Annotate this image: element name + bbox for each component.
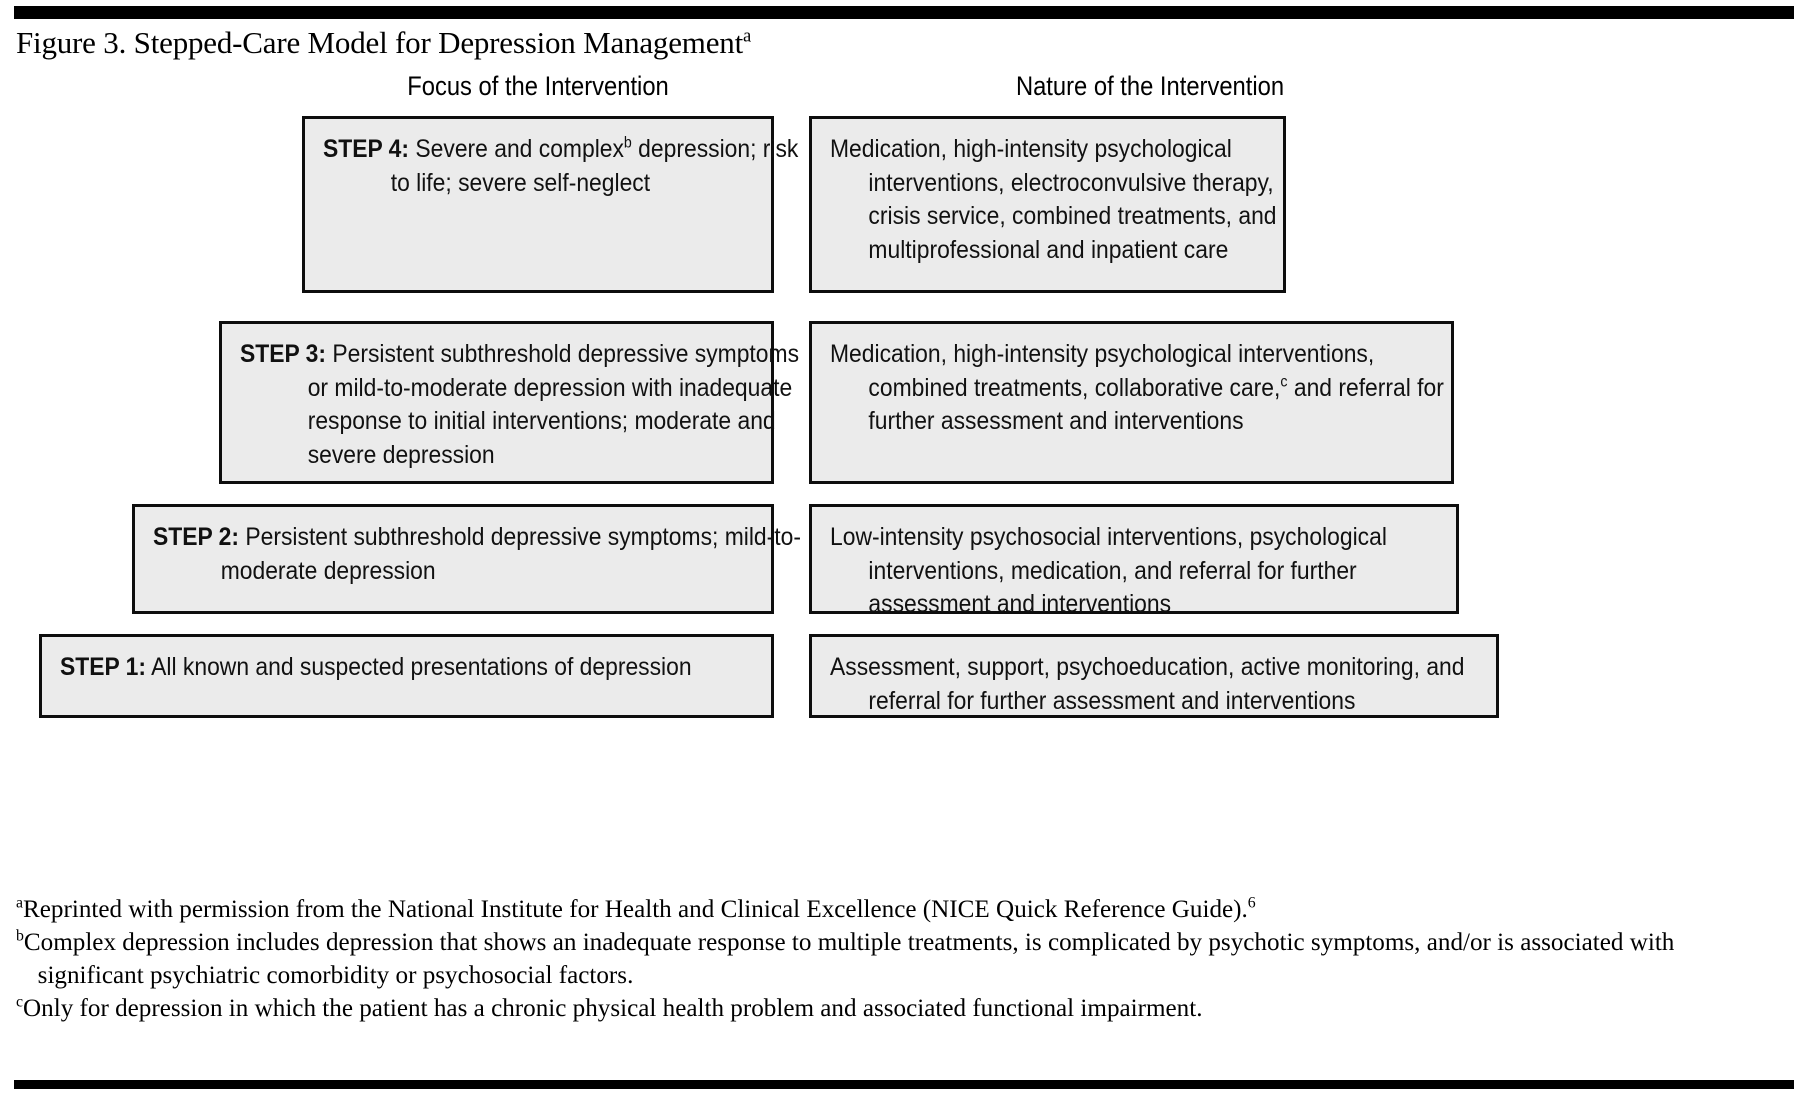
step-3-nature-footnote-marker: c — [1280, 373, 1288, 391]
step-2-label: STEP 2: — [153, 523, 240, 551]
step-4-focus-text: STEP 4: Severe and complexb depression; … — [323, 133, 824, 200]
figure-title: Figure 3. Stepped-Care Model for Depress… — [14, 19, 1794, 64]
top-rule — [14, 6, 1794, 19]
step-4-focus-footnote-marker: b — [623, 134, 632, 152]
footnote-a: aReprinted with permission from the Nati… — [16, 892, 1767, 925]
step-3-nature-text-b: and referral for further assessment and … — [868, 373, 1444, 436]
column-headers: Focus of the Intervention Nature of the … — [14, 70, 1794, 110]
stepped-care-diagram: STEP 4: Severe and complexb depression; … — [14, 116, 1794, 752]
footnote-c-marker: c — [16, 993, 24, 1011]
footnote-b: bComplex depression includes depression … — [16, 925, 1767, 991]
footnotes-inner: aReprinted with permission from the Nati… — [16, 892, 1767, 1024]
figure-title-text: Figure 3. Stepped-Care Model for Depress… — [16, 25, 743, 60]
footnote-a-marker: a — [16, 894, 24, 912]
step-2-nature-box: Low-intensity psychosocial interventions… — [809, 504, 1459, 618]
step-3-label: STEP 3: — [240, 340, 327, 368]
step-4-nature-text: Medication, high-intensity psychological… — [830, 133, 1306, 267]
step-2-focus-text: STEP 2: Persistent subthreshold depressi… — [153, 521, 823, 588]
footnote-b-marker: b — [16, 927, 24, 945]
step-3-focus-text-a: Persistent subthreshold depressive sympt… — [307, 340, 800, 469]
step-3-nature-text: Medication, high-intensity psychological… — [830, 338, 1474, 439]
footnote-a-text: Reprinted with permission from the Natio… — [23, 894, 1248, 923]
column-header-focus: Focus of the Intervention — [407, 71, 669, 101]
step-1-nature-box: Assessment, support, psychoeducation, ac… — [809, 634, 1499, 718]
step-4-nature-box: Medication, high-intensity psychological… — [809, 116, 1286, 293]
step-4-focus-text-b: depression; risk to life; severe self-ne… — [390, 135, 799, 197]
figure-title-footnote-marker: a — [742, 25, 752, 47]
step-2-nature-text-a: Low-intensity psychosocial interventions… — [830, 523, 1387, 618]
step-4-label: STEP 4: — [323, 135, 410, 163]
step-1-nature-text: Assessment, support, psychoeducation, ac… — [830, 651, 1519, 718]
footnotes: aReprinted with permission from the Nati… — [16, 892, 1794, 1024]
step-1-label: STEP 1: — [60, 653, 147, 681]
step-2-focus-text-a: Persistent subthreshold depressive sympt… — [220, 523, 801, 585]
step-4-focus-box: STEP 4: Severe and complexb depression; … — [302, 116, 798, 293]
footnote-a-reference: 6 — [1247, 894, 1256, 912]
figure-container: Figure 3. Stepped-Care Model for Depress… — [0, 6, 1808, 1094]
step-3-nature-text-a: Medication, high-intensity psychological… — [830, 340, 1375, 402]
step-3-focus-box: STEP 3: Persistent subthreshold depressi… — [219, 321, 799, 484]
step-4-nature-text-a: Medication, high-intensity psychological… — [830, 135, 1277, 264]
step-3-nature-box: Medication, high-intensity psychological… — [809, 321, 1454, 484]
step-2-nature-text: Low-intensity psychosocial interventions… — [830, 521, 1479, 622]
footnote-b-text: Complex depression includes depression t… — [23, 927, 1675, 989]
step-1-focus-text: STEP 1: All known and suspected presenta… — [60, 651, 823, 685]
footnote-c: cOnly for depression in which the patien… — [16, 991, 1767, 1024]
step-1-nature-text-a: Assessment, support, psychoeducation, ac… — [830, 653, 1465, 715]
step-2-focus-box: STEP 2: Persistent subthreshold depressi… — [132, 504, 801, 614]
footnote-c-text: Only for depression in which the patient… — [23, 993, 1203, 1022]
step-3-focus-text: STEP 3: Persistent subthreshold depressi… — [240, 338, 823, 472]
bottom-rule — [14, 1080, 1794, 1089]
step-1-focus-text-a: All known and suspected presentations of… — [151, 653, 692, 681]
step-4-focus-text-a: Severe and complex — [415, 135, 624, 163]
column-header-nature: Nature of the Intervention — [1015, 71, 1285, 101]
step-1-focus-box: STEP 1: All known and suspected presenta… — [39, 634, 774, 718]
